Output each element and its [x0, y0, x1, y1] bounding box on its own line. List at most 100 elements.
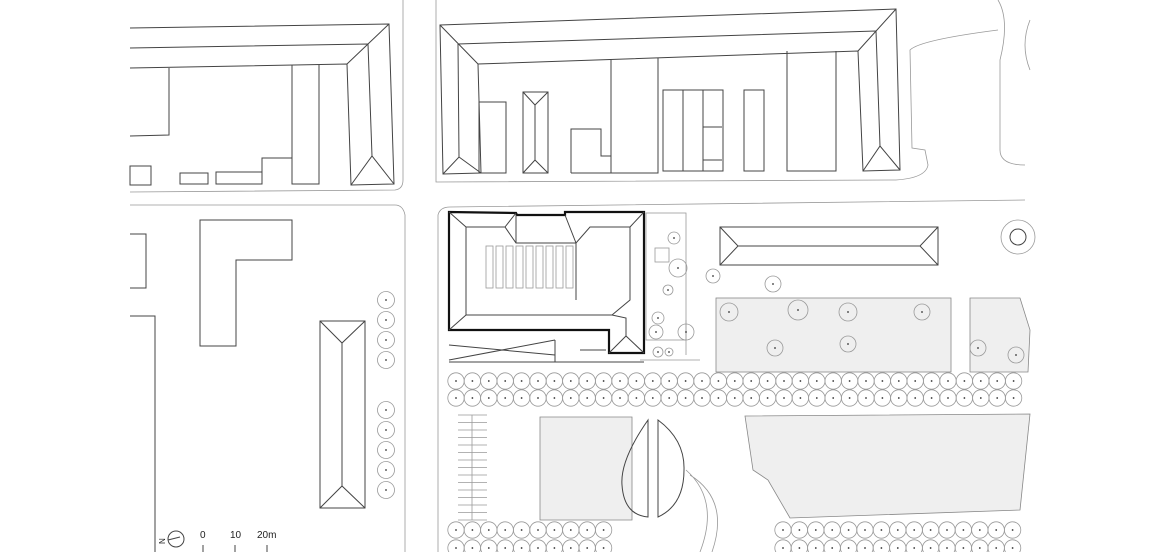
tree — [660, 372, 678, 390]
tree — [972, 389, 990, 407]
tree — [726, 372, 744, 390]
tree — [705, 268, 721, 284]
tree — [742, 389, 760, 407]
tree — [545, 372, 564, 390]
tree — [838, 302, 858, 322]
tree — [939, 372, 957, 390]
tree — [839, 335, 857, 353]
tree — [595, 539, 613, 552]
seating-row — [495, 245, 504, 289]
tree — [668, 258, 688, 278]
tree — [823, 539, 841, 552]
tree — [578, 372, 596, 390]
tree — [652, 346, 664, 358]
tree — [529, 539, 547, 552]
tree — [480, 372, 498, 390]
tree — [463, 372, 481, 390]
tree — [677, 323, 695, 341]
tree — [512, 521, 531, 539]
tree — [889, 521, 907, 539]
tree — [578, 389, 596, 407]
tree — [921, 521, 940, 539]
tree — [840, 389, 859, 407]
tree — [922, 539, 940, 552]
tree — [823, 521, 841, 539]
tree — [1007, 346, 1025, 364]
tree — [939, 389, 957, 407]
tree — [890, 372, 908, 390]
tree — [808, 372, 826, 390]
tree — [987, 521, 1005, 539]
seating-row — [545, 245, 554, 289]
tree — [562, 372, 580, 390]
tree — [480, 521, 498, 539]
tree — [676, 389, 695, 407]
buildings-west — [130, 219, 366, 552]
tree — [988, 389, 1006, 407]
tree — [775, 389, 793, 407]
seating-row — [505, 245, 514, 289]
tree — [648, 324, 664, 340]
tree — [377, 461, 395, 479]
tree — [693, 389, 711, 407]
tree — [611, 372, 629, 390]
tree — [906, 372, 924, 390]
tree — [840, 372, 859, 390]
tree — [545, 521, 564, 539]
tree — [496, 521, 514, 539]
tree — [774, 521, 792, 539]
tree — [742, 372, 760, 390]
street-edges — [129, 0, 1031, 552]
tree — [971, 539, 989, 552]
tree — [496, 389, 514, 407]
tree — [662, 284, 674, 296]
tree — [377, 441, 395, 459]
tree — [644, 389, 662, 407]
tree — [545, 539, 563, 552]
tree — [766, 339, 784, 357]
tree — [664, 347, 674, 357]
tree — [791, 389, 810, 407]
tree — [377, 311, 395, 329]
project-building — [447, 210, 646, 363]
tree — [922, 372, 941, 390]
seating-row — [535, 245, 544, 289]
tree — [377, 291, 395, 309]
scale-tick-10: 10 — [230, 530, 242, 541]
tree — [512, 372, 531, 390]
tree — [955, 389, 974, 407]
scale-tick-0: 0 — [200, 530, 206, 541]
tree — [764, 275, 782, 293]
tree — [562, 539, 580, 552]
tree — [377, 331, 395, 349]
tree — [775, 372, 793, 390]
scale-bar: N 0 10 20m — [158, 530, 276, 552]
tree — [660, 389, 678, 407]
seating-row — [555, 245, 564, 289]
tree — [905, 521, 923, 539]
tree — [377, 421, 395, 439]
building-east — [719, 226, 939, 266]
tree — [709, 372, 728, 390]
tree — [1004, 372, 1023, 390]
tree — [988, 372, 1006, 390]
tree — [839, 521, 858, 539]
tree — [463, 539, 481, 552]
tree — [651, 311, 665, 325]
oval-pavilion — [621, 418, 718, 552]
tree — [644, 372, 662, 390]
tree — [562, 521, 580, 539]
north-arrow-icon — [167, 530, 185, 548]
tree — [726, 389, 744, 407]
seating-row — [565, 245, 574, 289]
tree — [905, 539, 923, 552]
tree — [627, 372, 646, 390]
tree — [971, 521, 989, 539]
tree — [676, 372, 695, 390]
tree — [791, 372, 810, 390]
tree — [938, 539, 956, 552]
tree — [447, 539, 465, 552]
tree — [377, 401, 395, 419]
tree — [873, 372, 892, 390]
tree — [807, 539, 825, 552]
